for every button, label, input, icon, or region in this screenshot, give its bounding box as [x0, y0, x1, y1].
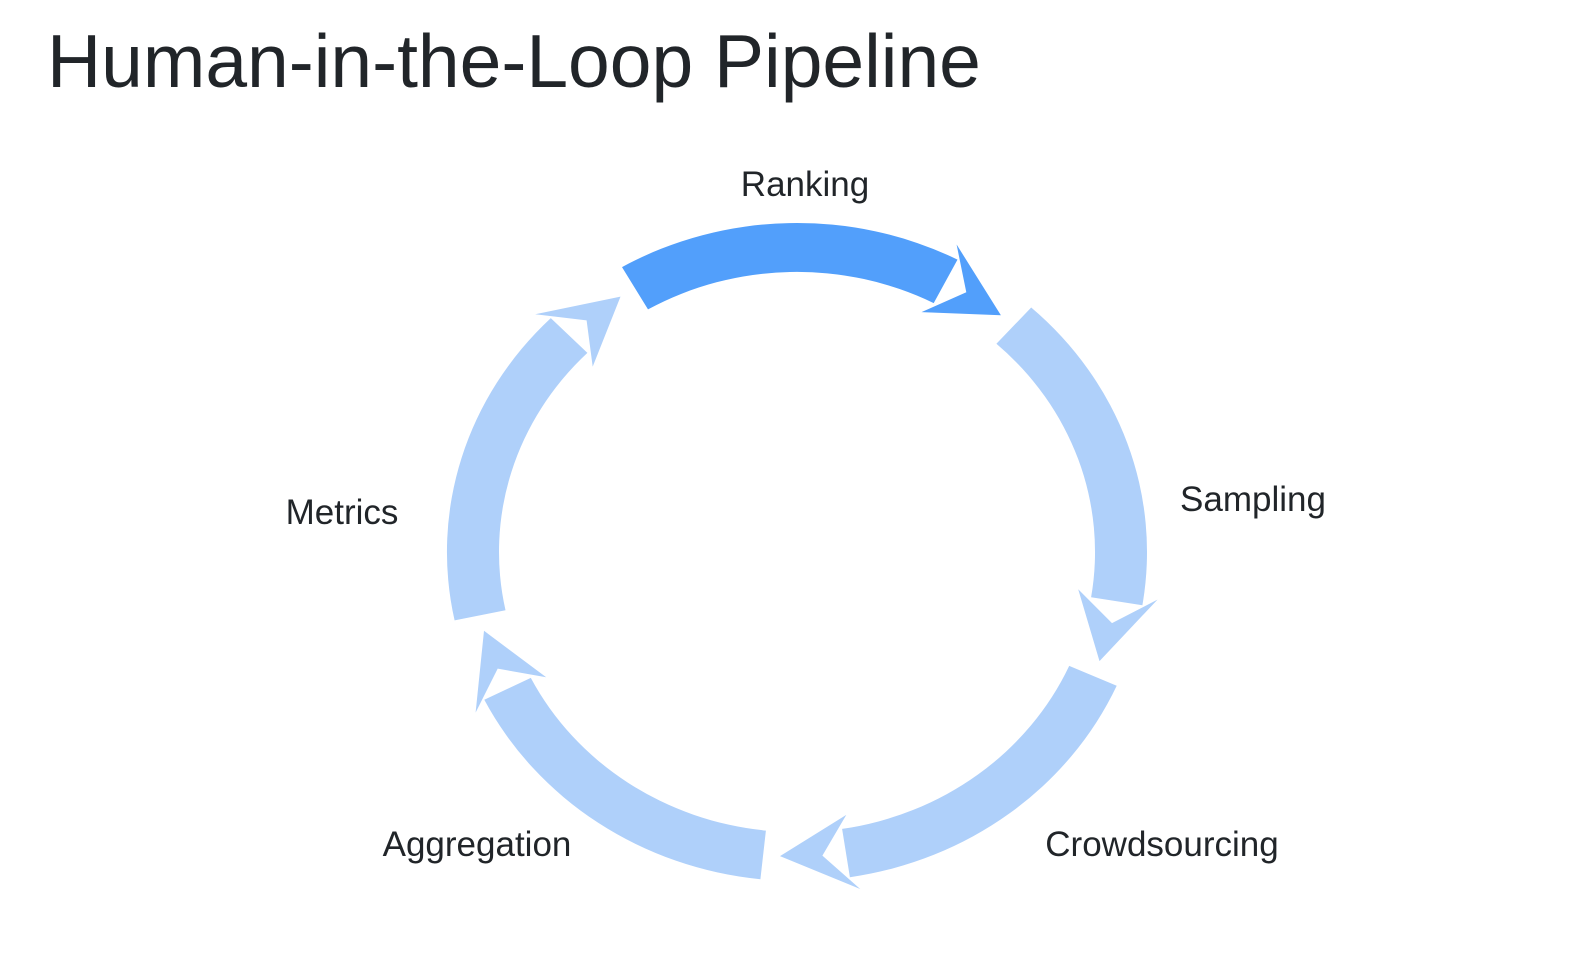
cycle-arrow-aggregation: [475, 630, 766, 880]
step-label-crowdsourcing: Crowdsourcing: [1045, 824, 1279, 864]
cycle-arrow-metrics: [446, 296, 621, 621]
step-label-ranking: Ranking: [740, 164, 870, 204]
page-title: Human-in-the-Loop Pipeline: [47, 19, 981, 103]
cycle-arrow-crowdsourcing: [780, 665, 1117, 889]
step-label-sampling: Sampling: [1180, 479, 1326, 519]
step-label-metrics: Metrics: [285, 492, 399, 532]
cycle-arrow-ranking: [622, 222, 1001, 316]
step-label-aggregation: Aggregation: [382, 824, 572, 864]
cycle-arrow-sampling: [996, 307, 1158, 662]
